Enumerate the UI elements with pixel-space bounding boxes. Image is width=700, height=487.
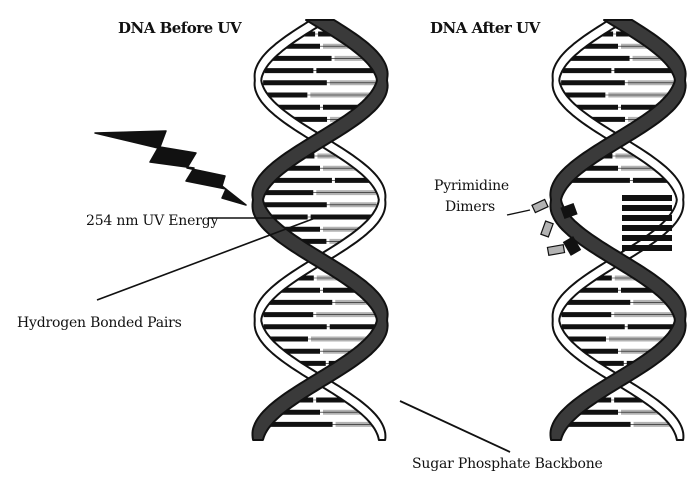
before-uv-title: DNA Before UV [118, 19, 241, 37]
hydrogen-bonded-pairs-label: Hydrogen Bonded Pairs [17, 315, 182, 331]
dimer-base [532, 199, 548, 212]
dna-helix-after [532, 20, 686, 440]
dna-helix-before [252, 20, 387, 440]
lightning-bolt-icon [95, 131, 246, 205]
uv-energy-label: 254 nm UV Energy [86, 213, 218, 229]
pyrimidine-dimers-label: Pyrimidine Dimers [434, 176, 509, 218]
backbone-leader-line [400, 401, 510, 452]
sugar-phosphate-backbone-label: Sugar Phosphate Backbone [412, 456, 603, 472]
pyrimidine-label-line2: Dimers [434, 197, 509, 218]
pyrimidine-label-line1: Pyrimidine [434, 176, 509, 197]
dimer-base [541, 221, 553, 237]
after-uv-title: DNA After UV [430, 19, 540, 37]
dimer-base [547, 245, 564, 256]
pyrimidine-leader-line [507, 210, 530, 215]
